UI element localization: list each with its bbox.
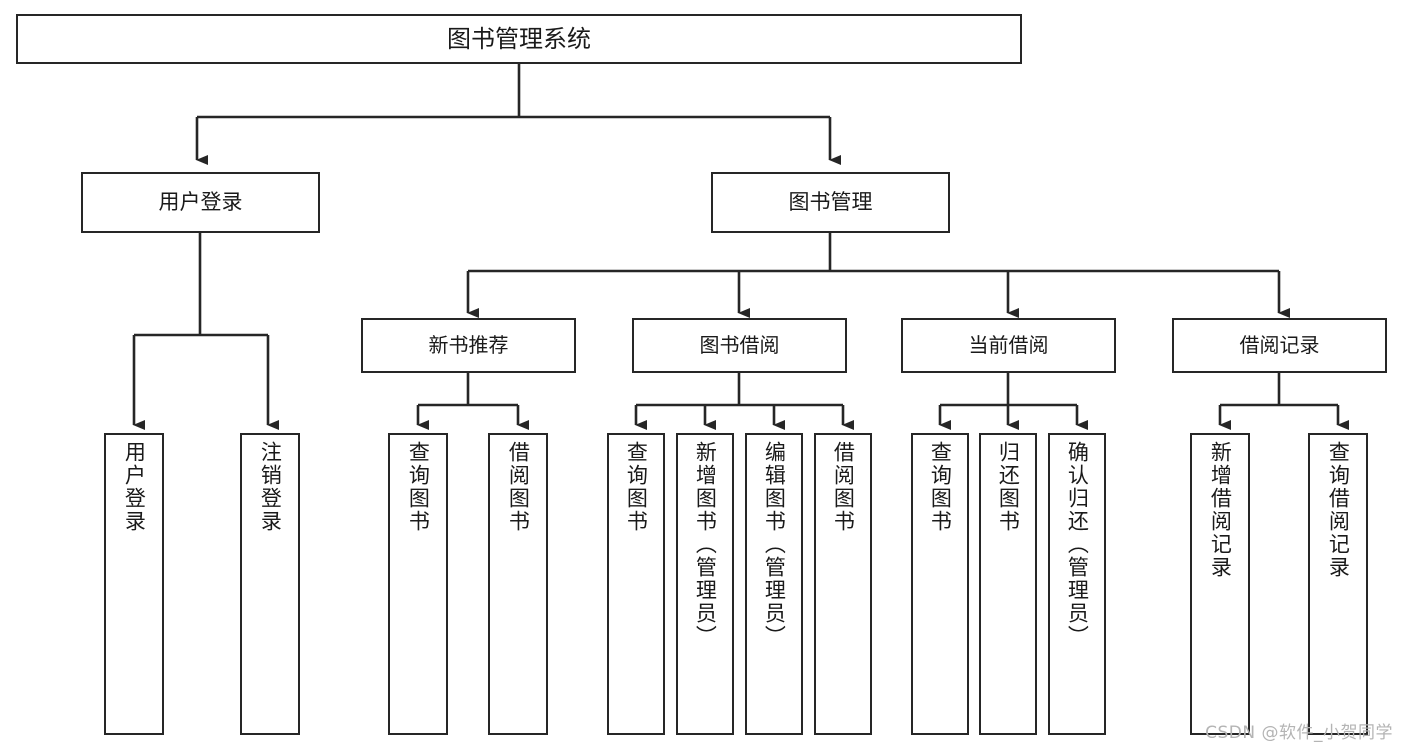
node-leaf-query-book-borrow[interactable]: 查询图书: [607, 433, 665, 735]
node-new-book-recommend[interactable]: 新书推荐: [361, 318, 576, 373]
node-leaf-borrow-book-recommend[interactable]: 借阅图书: [488, 433, 548, 735]
node-leaf-confirm-return[interactable]: 确认归还（管理员）: [1048, 433, 1106, 735]
node-leaf-query-book-current[interactable]: 查询图书: [911, 433, 969, 735]
node-current-borrow[interactable]: 当前借阅: [901, 318, 1116, 373]
csdn-watermark: CSDN @软件_小贺同学: [1205, 723, 1393, 743]
node-leaf-borrow-book[interactable]: 借阅图书: [814, 433, 872, 735]
node-leaf-return-book[interactable]: 归还图书: [979, 433, 1037, 735]
node-book-manage[interactable]: 图书管理: [711, 172, 950, 233]
node-leaf-logout[interactable]: 注销登录: [240, 433, 300, 735]
node-leaf-edit-book[interactable]: 编辑图书（管理员）: [745, 433, 803, 735]
node-leaf-add-book[interactable]: 新增图书（管理员）: [676, 433, 734, 735]
node-leaf-add-record[interactable]: 新增借阅记录: [1190, 433, 1250, 735]
node-leaf-user-login[interactable]: 用户登录: [104, 433, 164, 735]
node-book-borrow[interactable]: 图书借阅: [632, 318, 847, 373]
node-leaf-query-record[interactable]: 查询借阅记录: [1308, 433, 1368, 735]
node-borrow-record[interactable]: 借阅记录: [1172, 318, 1387, 373]
node-user-login[interactable]: 用户登录: [81, 172, 320, 233]
node-root[interactable]: 图书管理系统: [16, 14, 1022, 64]
node-leaf-query-book-recommend[interactable]: 查询图书: [388, 433, 448, 735]
